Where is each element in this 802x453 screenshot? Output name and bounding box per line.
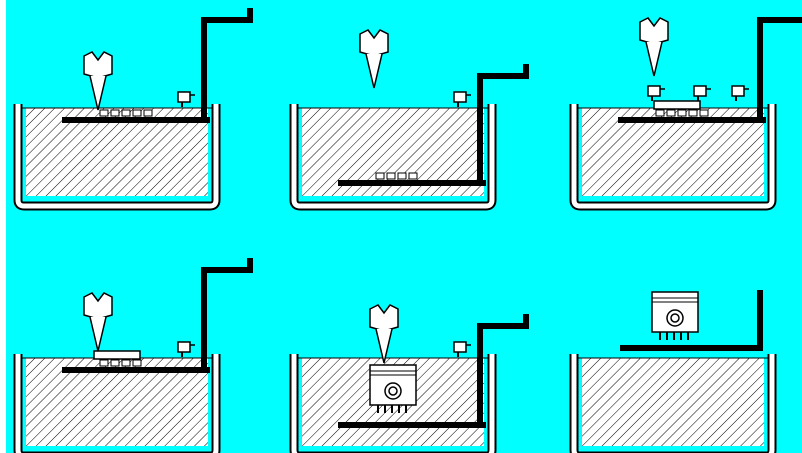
laser-beam (375, 328, 393, 364)
process-step-1 (13, 8, 253, 211)
part-layer (688, 109, 698, 117)
cured-layer (93, 350, 141, 360)
resin-fill (582, 358, 764, 446)
sensor-body (453, 341, 467, 353)
vat-wall (291, 104, 495, 209)
vat-wall (571, 354, 775, 453)
part-layer (110, 359, 120, 367)
part-layer (99, 359, 109, 367)
laser-head (83, 51, 113, 79)
sensor-body (647, 85, 661, 97)
piston-pin-hole (670, 313, 680, 323)
recoater-blade (653, 100, 701, 110)
part-layer (143, 109, 153, 117)
sensor-body (693, 85, 707, 97)
part-layer (121, 359, 131, 367)
process-step-4 (13, 258, 253, 453)
laser-beam (365, 53, 383, 89)
process-step-6 (569, 290, 777, 453)
vat-wall (291, 354, 495, 453)
laser-beam (89, 316, 107, 352)
sensor-body (177, 91, 191, 103)
laser-head (359, 29, 389, 57)
part-layer (699, 109, 709, 117)
part-layer (677, 109, 687, 117)
laser-head (639, 17, 669, 45)
part-layer (666, 109, 676, 117)
sensor-body (453, 91, 467, 103)
vat-wall (15, 354, 219, 453)
process-step-3 (569, 17, 802, 211)
laser-beam (645, 41, 663, 77)
laser-beam (89, 75, 107, 111)
vat-wall (571, 104, 775, 209)
piston-pin-hole (388, 386, 398, 396)
part-layer (397, 172, 407, 180)
process-step-5 (289, 304, 529, 453)
part-layer (655, 109, 665, 117)
laser-head (83, 292, 113, 320)
part-layer (110, 109, 120, 117)
part-layer (132, 109, 142, 117)
process-step-2 (289, 29, 529, 211)
part-layer (386, 172, 396, 180)
laser-head (369, 304, 399, 332)
vat-wall (15, 104, 219, 209)
sensor-body (731, 85, 745, 97)
part-layer (99, 109, 109, 117)
part-layer (121, 109, 131, 117)
sensor-body (177, 341, 191, 353)
part-layer (375, 172, 385, 180)
part-layer (132, 359, 142, 367)
part-layer (408, 172, 418, 180)
